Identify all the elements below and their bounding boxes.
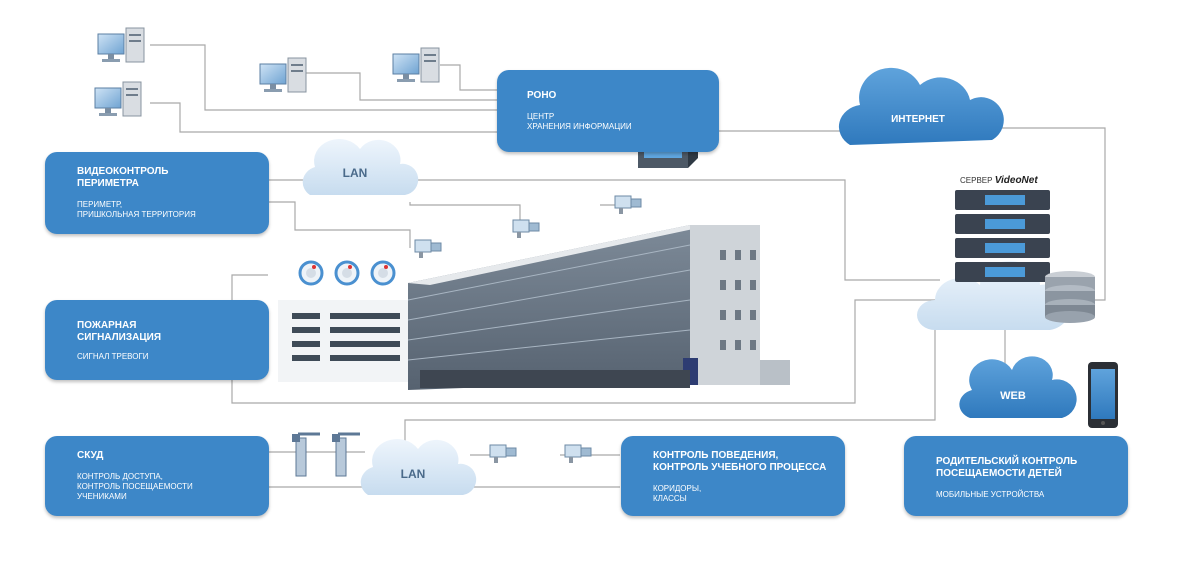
fire-alarm-title: ПОЖАРНАЯ СИГНАЛИЗАЦИЯ xyxy=(77,320,162,343)
skud-title: СКУД xyxy=(77,450,104,461)
web-cloud: WEB xyxy=(959,356,1077,418)
workstation-icon xyxy=(259,57,307,93)
skud-subtitle: КОНТРОЛЬ ДОСТУПА, КОНТРОЛЬ ПОСЕЩАЕМОСТИ … xyxy=(77,472,193,501)
perimeter-box: ВИДЕОКОНТРОЛЬ ПЕРИМЕТРА ПЕРИМЕТР, ПРИШКО… xyxy=(45,152,269,234)
mobile-phone-icon xyxy=(1088,362,1118,428)
fire-alarm-subtitle: СИГНАЛ ТРЕВОГИ xyxy=(77,352,149,361)
school-building-illustration xyxy=(278,225,790,390)
workstation-icons xyxy=(94,27,440,117)
smoke-detector-icons xyxy=(298,260,396,286)
svg-text:ИНТЕРНЕТ: ИНТЕРНЕТ xyxy=(891,114,945,125)
database-icon xyxy=(1045,271,1095,323)
perimeter-subtitle: ПЕРИМЕТР, ПРИШКОЛЬНАЯ ТЕРРИТОРИЯ xyxy=(77,200,196,219)
rono-subtitle: ЦЕНТР ХРАНЕНИЯ ИНФОРМАЦИИ xyxy=(527,112,632,131)
parent-control-box: РОДИТЕЛЬСКИЙ КОНТРОЛЬ ПОСЕЩАЕМОСТИ ДЕТЕЙ… xyxy=(904,436,1128,516)
server-brand: VideoNet xyxy=(994,175,1038,186)
parent-control-title: РОДИТЕЛЬСКИЙ КОНТРОЛЬ ПОСЕЩАЕМОСТИ ДЕТЕЙ xyxy=(936,456,1078,479)
lan-cloud-bottom: LAN xyxy=(360,439,477,495)
svg-text:WEB: WEB xyxy=(1000,390,1026,402)
perimeter-title: ВИДЕОКОНТРОЛЬ ПЕРИМЕТРА xyxy=(77,166,169,189)
svg-text:LAN: LAN xyxy=(343,166,368,180)
skud-box: СКУД КОНТРОЛЬ ДОСТУПА, КОНТРОЛЬ ПОСЕЩАЕМ… xyxy=(45,436,269,516)
workstation-icon xyxy=(94,81,142,117)
behavior-control-subtitle: КОРИДОРЫ, КЛАССЫ xyxy=(653,484,702,503)
camera-icons xyxy=(414,195,642,463)
behavior-control-box: КОНТРОЛЬ ПОВЕДЕНИЯ, КОНТРОЛЬ УЧЕБНОГО ПР… xyxy=(621,436,845,516)
lan-cloud-top: LAN xyxy=(302,139,419,195)
videonet-server-icon xyxy=(955,190,1050,282)
videonet-server-label: СЕРВЕР VideoNet xyxy=(960,175,1038,186)
rono-title: РОНО xyxy=(527,90,557,101)
workstation-icon xyxy=(392,47,440,83)
rono-box: РОНО ЦЕНТР ХРАНЕНИЯ ИНФОРМАЦИИ xyxy=(497,70,719,152)
internet-cloud: ИНТЕРНЕТ xyxy=(838,67,1004,145)
fire-alarm-box: ПОЖАРНАЯ СИГНАЛИЗАЦИЯ СИГНАЛ ТРЕВОГИ xyxy=(45,300,269,380)
workstation-icon xyxy=(97,27,145,63)
server-prefix: СЕРВЕР xyxy=(960,176,993,185)
parent-control-subtitle: МОБИЛЬНЫЕ УСТРОЙСТВА xyxy=(936,490,1045,499)
turnstile-icons xyxy=(292,432,360,477)
behavior-control-title: КОНТРОЛЬ ПОВЕДЕНИЯ, КОНТРОЛЬ УЧЕБНОГО ПР… xyxy=(653,450,827,473)
svg-text:LAN: LAN xyxy=(401,467,426,481)
